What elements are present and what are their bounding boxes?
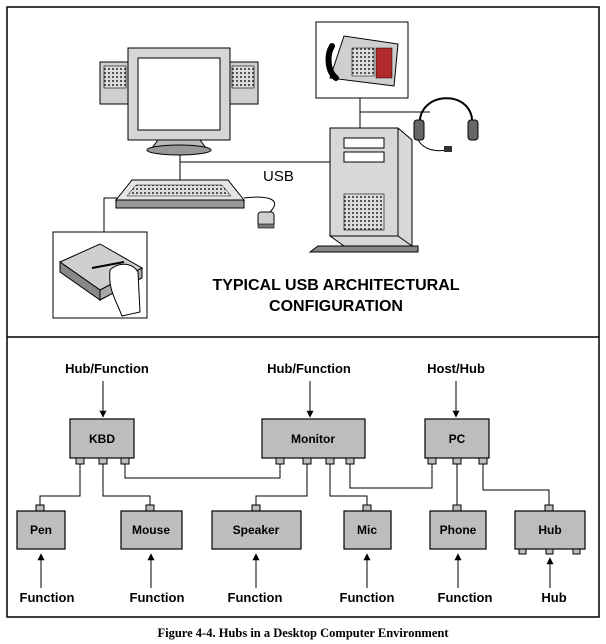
role-label-kbd: Hub/Function (65, 361, 149, 376)
device-phone: Phone (429, 504, 487, 550)
usb-label: USB (263, 168, 294, 185)
device-pen: Pen (16, 504, 66, 550)
top-panel: USB (52, 21, 479, 319)
tower-pc-icon (308, 127, 419, 253)
tablet-cable-line (103, 197, 120, 232)
keyboard-icon (114, 179, 246, 209)
device-speaker: Speaker (211, 504, 302, 550)
hub-monitor-label: Monitor (291, 432, 335, 446)
figure-caption: Figure 4-4. Hubs in a Desktop Computer E… (157, 626, 449, 640)
hub-monitor: Monitor (261, 418, 366, 465)
role-label-mouse: Function (130, 590, 185, 605)
device-phone-label: Phone (440, 523, 477, 537)
top-title-line1: TYPICAL USB ARCHITECTURAL (212, 277, 459, 294)
device-mouse: Mouse (120, 504, 183, 550)
hub-kbd-label: KBD (89, 432, 115, 446)
role-label-phone: Function (438, 590, 493, 605)
role-label-pen: Function (20, 590, 75, 605)
figure-frame (6, 6, 600, 618)
headset-icon (413, 97, 479, 152)
device-mic-label: Mic (357, 523, 377, 537)
role-label-mic: Function (340, 590, 395, 605)
hub-pc: PC (424, 418, 490, 465)
hub-kbd: KBD (69, 418, 135, 465)
phone-icon (315, 21, 409, 99)
device-pen-label: Pen (30, 523, 52, 537)
hub-connections (39, 464, 550, 509)
hub-pc-label: PC (449, 432, 466, 446)
role-label-hub: Hub (541, 590, 566, 605)
device-mic: Mic (343, 504, 392, 550)
monitor-icon (99, 47, 259, 156)
device-speaker-label: Speaker (233, 523, 280, 537)
tablet-pen-icon (52, 231, 148, 319)
role-label-monitor: Hub/Function (267, 361, 351, 376)
top-title-line2: CONFIGURATION (269, 298, 403, 315)
bottom-panel: Hub/Function Hub/Function Host/Hub (16, 361, 586, 605)
role-label-pc: Host/Hub (427, 361, 485, 376)
device-hub-label: Hub (538, 523, 561, 537)
device-hub: Hub (514, 504, 586, 555)
device-mouse-label: Mouse (132, 523, 170, 537)
role-label-speaker: Function (228, 590, 283, 605)
mouse-icon (243, 196, 276, 229)
